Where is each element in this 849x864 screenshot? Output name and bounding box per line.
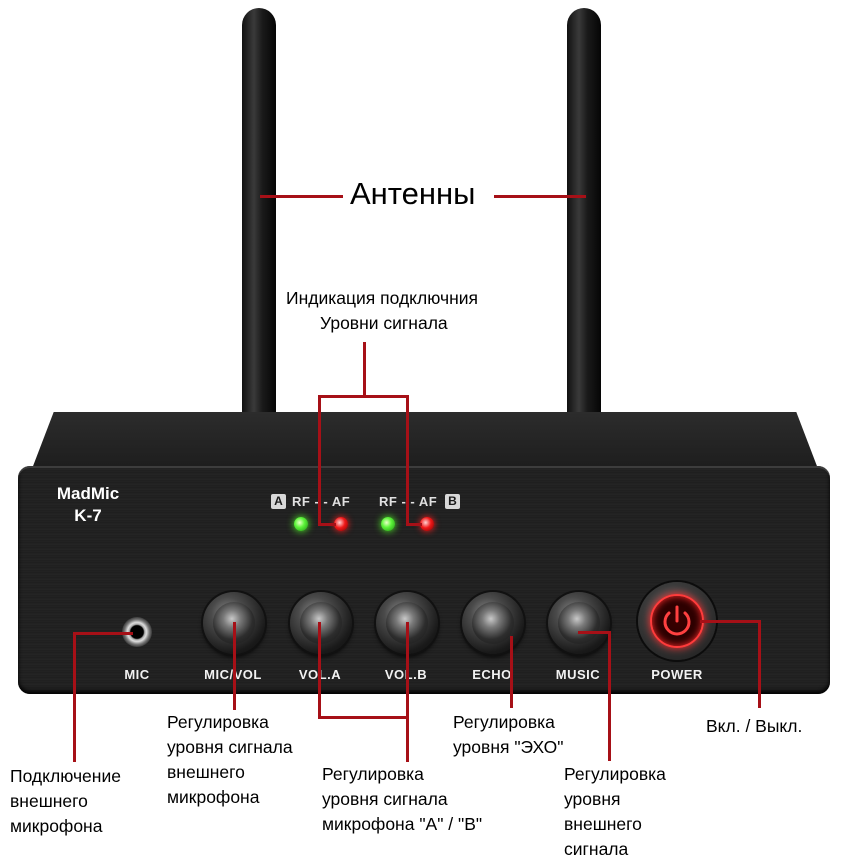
echo-callout-line1: Регулировка [453,712,555,732]
mic-vol-callout-line2: уровня сигнала [167,737,293,757]
vol-ab-callout-line3: микрофона "A" / "B" [322,814,483,834]
vol-b-label: VOL.B [366,667,446,682]
mic-jack-callout-line2: внешнего [10,791,88,811]
power-line-horizontal [700,620,760,623]
brand-model: K-7 [74,506,102,525]
music-callout-line3: внешнего [564,814,642,834]
channel-a-badge: A [271,494,286,509]
led-a-rf [294,517,308,531]
echo-callout-line2: уровня "ЭХО" [453,737,564,757]
power-line-vertical [758,620,761,708]
led-b-af [420,517,434,531]
music-callout-line4: сигнала [564,839,629,859]
music-label: MUSIC [555,667,601,682]
mic-vol-callout-line1: Регулировка [167,712,269,732]
indication-line-right [406,395,409,525]
led-b-rf [381,517,395,531]
indication-line-right-tick [406,523,422,526]
echo-knob[interactable] [462,592,524,654]
antenna-right [567,8,601,418]
indication-line-stem [363,342,366,396]
indication-line-bar [318,395,408,398]
led-a-af [334,517,348,531]
brand-name: MadMic [56,484,120,503]
echo-line [510,636,513,708]
music-line-horizontal [578,631,610,634]
power-label: POWER [651,667,703,682]
indication-line-left-tick [318,523,336,526]
channel-b-badge: B [445,494,460,509]
vol-a-line [318,622,321,718]
indication-line-left [318,395,321,525]
power-ring [650,594,704,648]
power-callout: Вкл. / Выкл. [706,716,803,736]
vol-ab-callout-line2: уровня сигнала [322,789,448,809]
antenna-left [242,8,276,418]
mic-jack-callout-line1: Подключение [10,766,121,786]
antenna-callout-line-left [260,195,343,198]
vol-b-line [406,622,409,762]
device-front-panel [18,466,830,694]
antennas-callout: Антенны [350,176,476,211]
mic-label: MIC [124,667,150,682]
vol-a-knob[interactable] [290,592,352,654]
mic-vol-line [233,622,236,710]
indication-callout-line2: Уровни сигнала [320,313,448,333]
power-icon [663,605,691,636]
mic-jack-callout-line3: микрофона [10,816,103,836]
music-knob[interactable] [548,592,610,654]
device-top-panel [30,412,820,474]
music-callout-line1: Регулировка [564,764,666,784]
vol-ab-bar [318,716,409,719]
music-callout-line2: уровня [564,789,621,809]
mic-vol-label: MIC/VOL [193,667,273,682]
vol-ab-callout-line1: Регулировка [322,764,424,784]
music-line-vertical [608,631,611,761]
channel-a-rf-af-label: RF - - AF [292,494,351,509]
antenna-callout-line-right [494,195,586,198]
indication-callout-line1: Индикация подключния [286,288,479,308]
mic-jack-line-vertical [73,632,76,762]
mic-jack-line-horizontal [73,632,133,635]
echo-label: ECHO [472,667,512,682]
mic-vol-callout-line4: микрофона [167,787,260,807]
mic-vol-callout-line3: внешнего [167,762,245,782]
